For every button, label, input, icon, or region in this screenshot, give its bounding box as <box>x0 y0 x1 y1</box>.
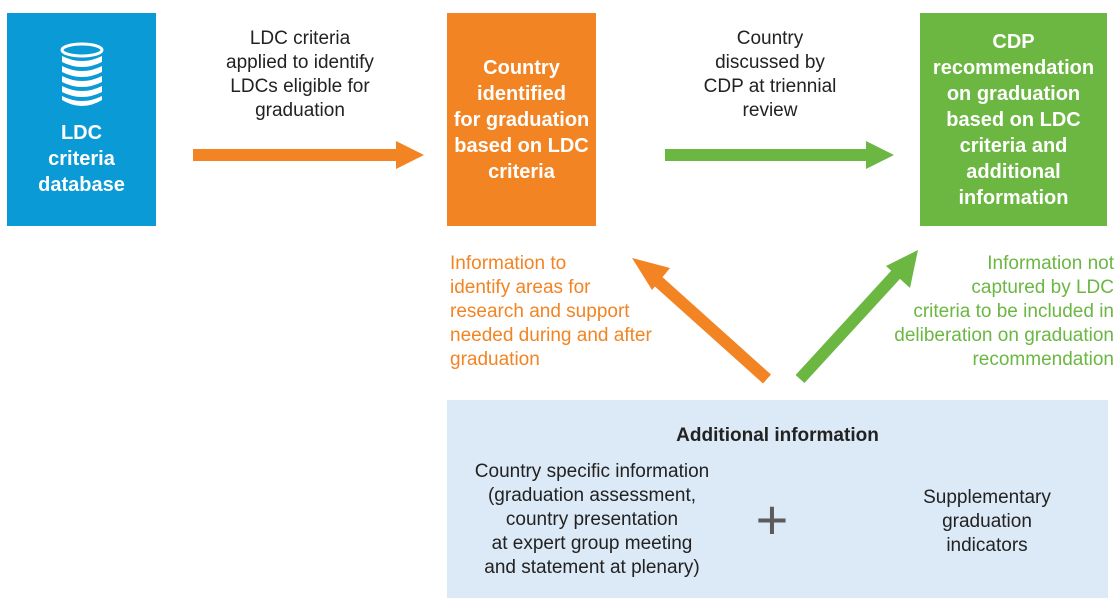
arrow2-caption: Country discussed by CDP at triennial re… <box>703 28 837 121</box>
arrow1-caption: LDC criteria applied to identify LDCs el… <box>226 28 374 121</box>
note-deliberation-info: Information not captured by LDC criteria… <box>894 253 1114 370</box>
supplementary-indicators: Supplementary graduation indicators <box>923 487 1051 556</box>
arrow-additional-to-identified <box>632 258 772 384</box>
cdp-recommendation-box: CDP recommendation on graduation based o… <box>920 13 1107 226</box>
database-icon <box>60 42 103 106</box>
arrow-additional-to-recommendation <box>795 250 918 384</box>
arrow-database-to-identified <box>193 141 424 169</box>
additional-information-title: Additional information <box>676 425 879 446</box>
plus-icon: + <box>755 488 789 551</box>
arrow-identified-to-recommendation <box>665 141 894 169</box>
ldc-criteria-database-box: LDC criteria database <box>7 13 156 226</box>
country-specific-information: Country specific information (graduation… <box>474 461 710 578</box>
note-support-needs: Information to identify areas for resear… <box>450 253 652 370</box>
database-box-label: LDC criteria database <box>38 121 125 196</box>
country-identified-box: Country identified for graduation based … <box>447 13 596 226</box>
additional-information-box: Additional information Country specific … <box>447 400 1108 598</box>
